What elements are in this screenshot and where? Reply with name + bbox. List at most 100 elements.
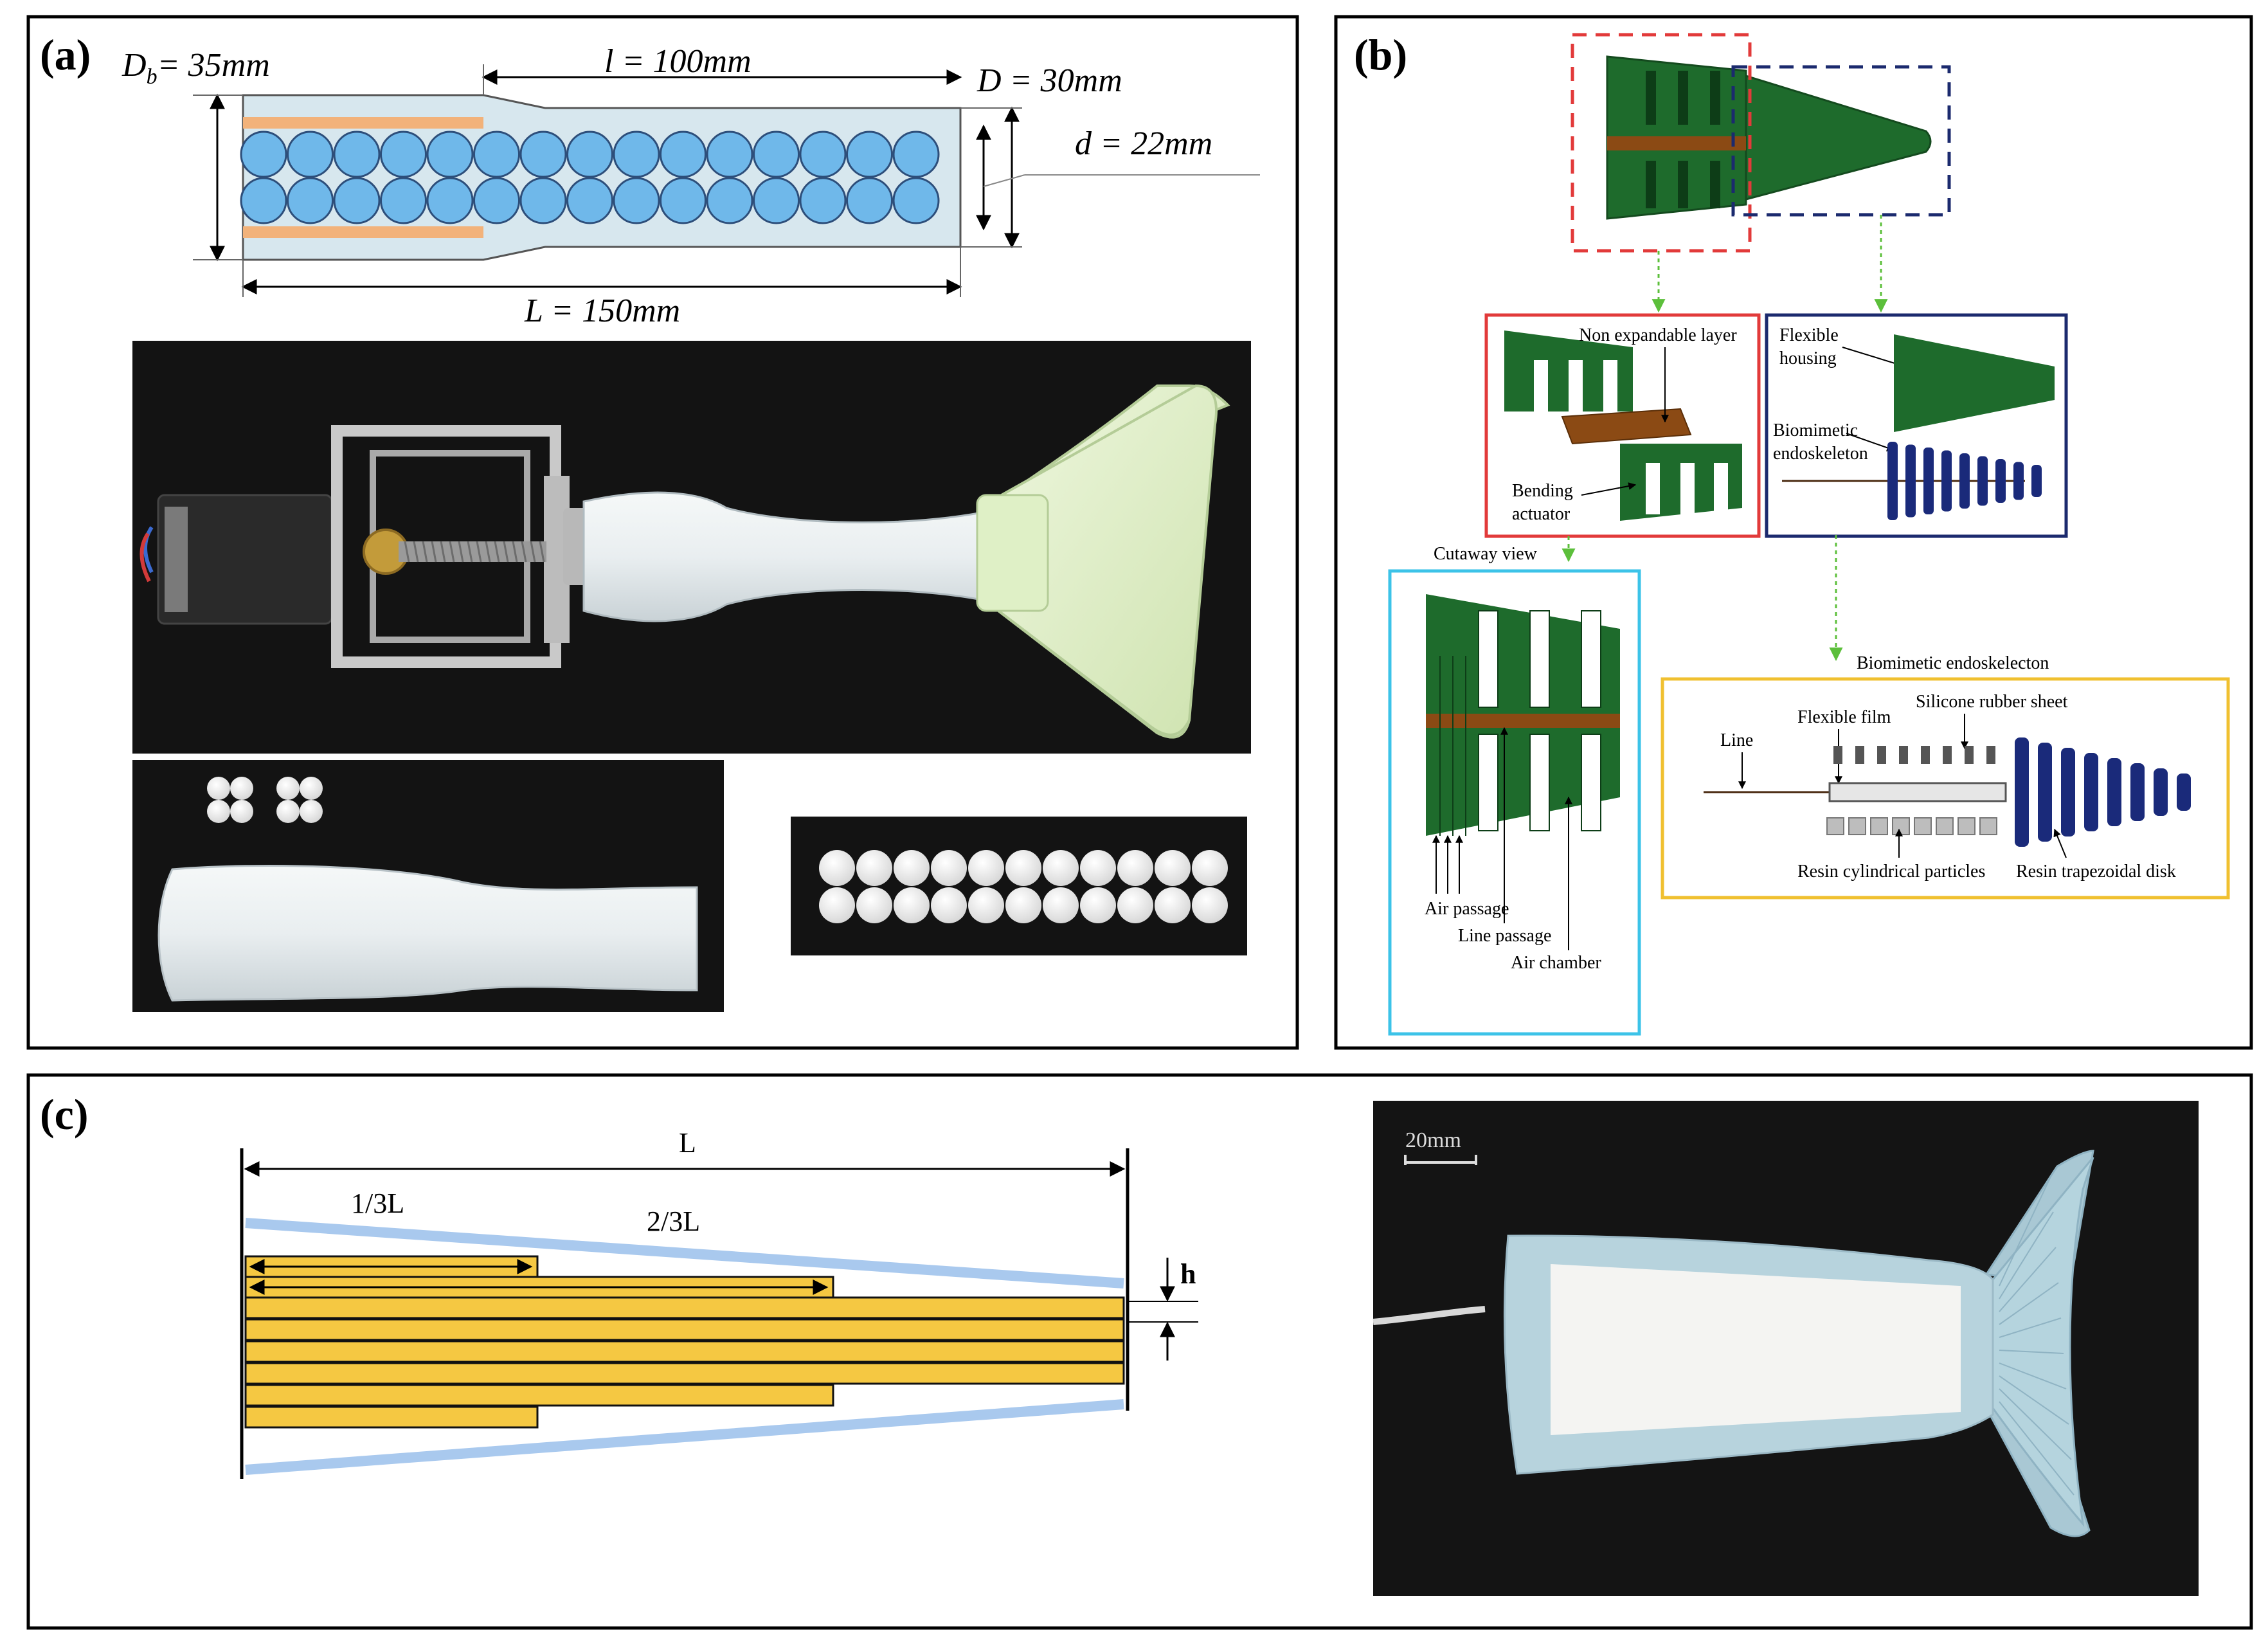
prototype-photo xyxy=(132,341,1251,754)
resin-particle xyxy=(1958,817,1976,835)
white-ball xyxy=(1117,887,1153,923)
ball xyxy=(613,177,660,224)
ball xyxy=(892,177,940,224)
flexible-housing-label-1: Flexible xyxy=(1779,325,1839,345)
resin-particle xyxy=(1936,817,1954,835)
composite-layer xyxy=(244,1384,834,1407)
resin-particle xyxy=(1914,817,1932,835)
white-ball xyxy=(968,850,1004,886)
orange-layer-bottom xyxy=(243,226,483,238)
bending-actuator-label-2: actuator xyxy=(1512,504,1571,524)
air-tube xyxy=(1372,1306,1486,1325)
model-layer xyxy=(1607,136,1746,150)
dim-third-label: 1/3L xyxy=(351,1188,404,1219)
blue-dashed-box xyxy=(1731,65,1951,217)
endoskeleton-label-2: endoskeleton xyxy=(1773,444,1868,464)
air-passage-label: Air passage xyxy=(1425,899,1509,919)
white-ball xyxy=(819,887,855,923)
white-ball xyxy=(300,800,323,823)
trapezoidal-disk xyxy=(1995,459,2006,503)
ball xyxy=(706,131,753,178)
ball xyxy=(613,131,660,178)
resin-particle xyxy=(1979,817,1997,835)
resin-trapezoidal-disk xyxy=(2107,758,2121,826)
silicone-rubber-sheet-label: Silicone rubber sheet xyxy=(1916,692,2068,712)
trapezoidal-disk xyxy=(1905,444,1916,518)
cutaway-view: Cutaway view Air passage Line passage Ai… xyxy=(1388,544,1641,1036)
inner-layer-photo xyxy=(1551,1264,1961,1435)
dim-d-label: d = 22mm xyxy=(1075,125,1212,162)
bending-actuator-label-1: Bending xyxy=(1512,481,1573,501)
panel-c: (c) L 1/3L 2/3L h 20mm xyxy=(26,1073,2253,1630)
resin-particles-label: Resin cylindrical particles xyxy=(1797,862,1985,882)
tube-photo xyxy=(132,760,724,1012)
ball xyxy=(519,131,567,178)
white-ball xyxy=(207,800,230,823)
resin-particle xyxy=(1870,817,1888,835)
dim-D-label: D = 30mm xyxy=(977,62,1122,99)
white-ball xyxy=(1005,887,1041,923)
ball xyxy=(287,177,334,224)
housing-endoskeleton-box: Flexible housing Biomimetic endoskeleton xyxy=(1562,313,2068,662)
silicone-tube xyxy=(158,864,698,1002)
white-ball xyxy=(1080,850,1116,886)
housing-section xyxy=(1745,74,1932,201)
composite-layer xyxy=(244,1340,1125,1363)
ball xyxy=(799,131,847,178)
white-ball xyxy=(1080,887,1116,923)
flexible-housing-label-2: housing xyxy=(1779,348,1837,368)
white-ball xyxy=(1192,850,1228,886)
white-ball xyxy=(856,850,892,886)
white-ball xyxy=(207,777,230,800)
fin-connector xyxy=(976,494,1049,612)
resin-particle xyxy=(1892,817,1910,835)
panel-b: (b) Non expandable layer Bending actuato… xyxy=(1334,15,2253,1050)
panel-a: (a) Db= 35mm l = 100mm D = 30mm xyxy=(26,15,1299,1050)
white-ball xyxy=(894,850,930,886)
composite-layer xyxy=(244,1296,1125,1319)
resin-trapezoidal-disk xyxy=(2130,763,2145,821)
rubber-sheet xyxy=(1899,746,1908,764)
scale-bar-label: 20mm xyxy=(1405,1128,1461,1152)
white-ball xyxy=(894,887,930,923)
trapezoidal-disk xyxy=(2031,465,2042,497)
resin-particle xyxy=(1848,817,1866,835)
ball xyxy=(473,131,520,178)
white-ball xyxy=(230,800,253,823)
ball xyxy=(706,177,753,224)
white-ball xyxy=(1043,850,1079,886)
ball xyxy=(566,177,613,224)
flexible-film-label: Flexible film xyxy=(1797,707,1891,727)
trapezoidal-disk xyxy=(1941,450,1952,512)
ball-rows xyxy=(240,131,940,224)
white-ball xyxy=(276,777,300,800)
cutaway-layer xyxy=(1426,714,1620,728)
upper-boundary xyxy=(245,1218,1124,1289)
resin-trapezoidal-disk-label: Resin trapezoidal disk xyxy=(2016,862,2176,882)
tube-schematic: Db= 35mm l = 100mm D = 30mm d = 22mm L =… xyxy=(122,43,1260,329)
non-expandable-label: Non expandable layer xyxy=(1579,325,1737,345)
ball xyxy=(240,177,287,224)
white-ball xyxy=(1117,850,1153,886)
rubber-sheet xyxy=(1921,746,1930,764)
ball xyxy=(426,131,474,178)
panel-b-label: (b) xyxy=(1354,30,1407,79)
line-passage-label: Line passage xyxy=(1458,926,1551,946)
white-ball xyxy=(1155,850,1191,886)
resin-trapezoidal-disk xyxy=(2038,743,2052,842)
composite-layer xyxy=(244,1406,539,1429)
biomimetic-endoskelecton-label: Biomimetic endoskelecton xyxy=(1857,653,2049,673)
white-ball xyxy=(819,850,855,886)
ball xyxy=(333,177,381,224)
non-expandable-layer xyxy=(1561,408,1692,445)
ball xyxy=(473,177,520,224)
white-ball xyxy=(300,777,323,800)
bending-actuator-box: Non expandable layer Bending actuator xyxy=(1484,313,1761,538)
white-ball xyxy=(1155,887,1191,923)
orange-layer-top xyxy=(243,117,483,129)
rubber-sheet xyxy=(1855,746,1864,764)
white-ball xyxy=(276,800,300,823)
ball xyxy=(380,131,427,178)
resin-trapezoidal-disk xyxy=(2084,753,2098,831)
